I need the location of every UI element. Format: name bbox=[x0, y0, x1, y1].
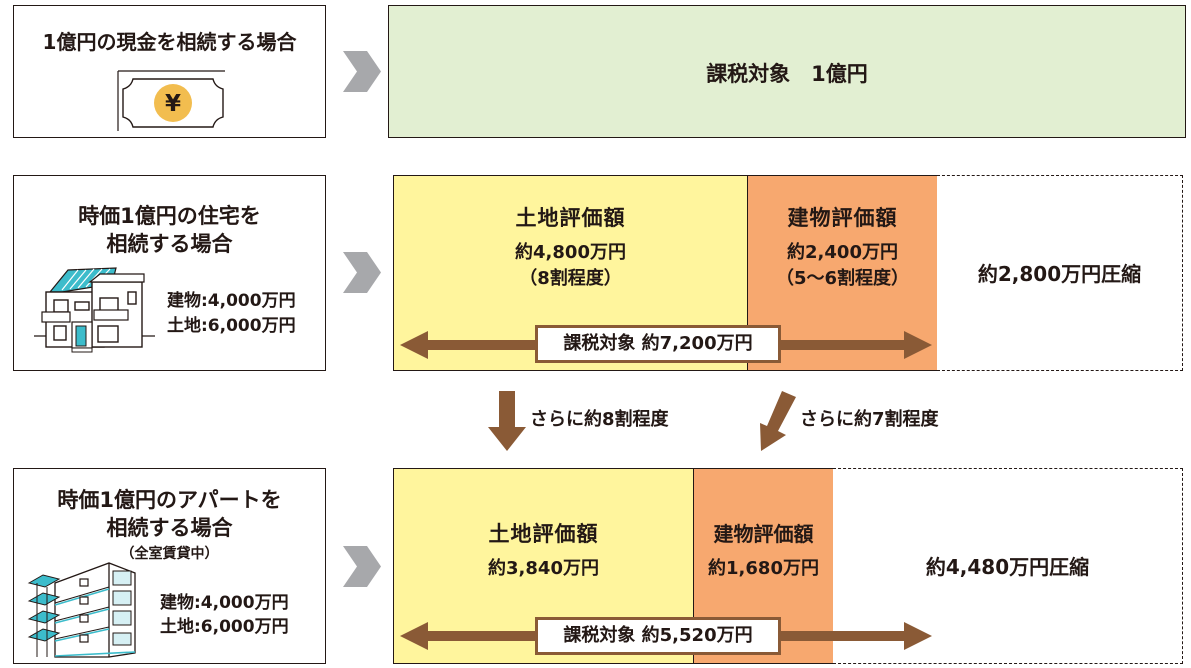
apartment-compression-label: 約4,480万円圧縮 bbox=[925, 555, 1090, 579]
cash-case-box: 1億円の現金を相続する場合 ¥ bbox=[13, 5, 326, 138]
yen-banknote-icon: ¥ bbox=[115, 69, 227, 131]
house-building-value: 建物:4,000万円 bbox=[167, 291, 296, 311]
house-land-amount: 約4,800万円 bbox=[515, 242, 626, 263]
house-land-value: 土地:6,000万円 bbox=[167, 316, 296, 336]
apartment-case-title-line1: 時価1億円のアパートを bbox=[57, 488, 282, 512]
apartment-case-title-line2: 相続する場合 bbox=[106, 516, 233, 540]
house-building-label: 建物評価額 bbox=[787, 206, 898, 230]
apartment-building-label: 建物評価額 bbox=[713, 522, 814, 546]
chevron-right-icon bbox=[343, 252, 381, 293]
yen-symbol: ¥ bbox=[165, 91, 181, 117]
apartment-case-box: 時価1億円のアパートを 相続する場合 （全室賃貸中） 建物:4,000万円 土地… bbox=[13, 468, 326, 664]
house-land-ratio: （8割程度） bbox=[519, 268, 622, 289]
apartment-land-amount: 約3,840万円 bbox=[488, 558, 599, 579]
cash-taxable-box: 課税対象 1億円 bbox=[388, 5, 1186, 138]
apartment-taxable-label: 課税対象 約5,520万円 bbox=[535, 617, 781, 655]
land-reduction-label: さらに約8割程度 bbox=[530, 409, 669, 430]
house-building-segment: 建物評価額 約2,400万円 （5〜6割程度） bbox=[747, 175, 938, 371]
house-compression-segment: 約2,800万円圧縮 bbox=[937, 175, 1183, 371]
apartment-building-amount: 約1,680万円 bbox=[708, 558, 819, 579]
down-arrow-icon bbox=[488, 391, 526, 451]
house-land-label: 土地評価額 bbox=[515, 206, 626, 230]
cash-taxable-label: 課税対象 1億円 bbox=[706, 62, 868, 86]
house-compression-label: 約2,800万円圧縮 bbox=[977, 262, 1142, 286]
chevron-right-icon bbox=[343, 546, 381, 587]
house-case-box: 時価1億円の住宅を 相続する場合 建物:4,000万円 土地:6,0 bbox=[13, 175, 326, 371]
down-left-arrow-icon bbox=[760, 391, 796, 451]
apartment-building-value: 建物:4,000万円 bbox=[160, 593, 289, 613]
house-icon bbox=[32, 264, 157, 354]
apartment-land-label: 土地評価額 bbox=[488, 522, 599, 546]
chevron-right-icon bbox=[343, 51, 381, 92]
house-case-title-line1: 時価1億円の住宅を bbox=[78, 204, 261, 228]
apartment-building-icon bbox=[25, 561, 145, 661]
house-building-amount: 約2,400万円 bbox=[787, 242, 898, 263]
house-taxable-label: 課税対象 約7,200万円 bbox=[535, 325, 781, 363]
apartment-land-value: 土地:6,000万円 bbox=[160, 617, 289, 637]
house-building-ratio: （5〜6割程度） bbox=[775, 268, 910, 289]
house-case-title-line2: 相続する場合 bbox=[106, 232, 233, 256]
apartment-case-subtitle: （全室賃貸中） bbox=[120, 546, 219, 562]
building-reduction-label: さらに約7割程度 bbox=[800, 409, 939, 430]
cash-case-title: 1億円の現金を相続する場合 bbox=[42, 30, 297, 54]
